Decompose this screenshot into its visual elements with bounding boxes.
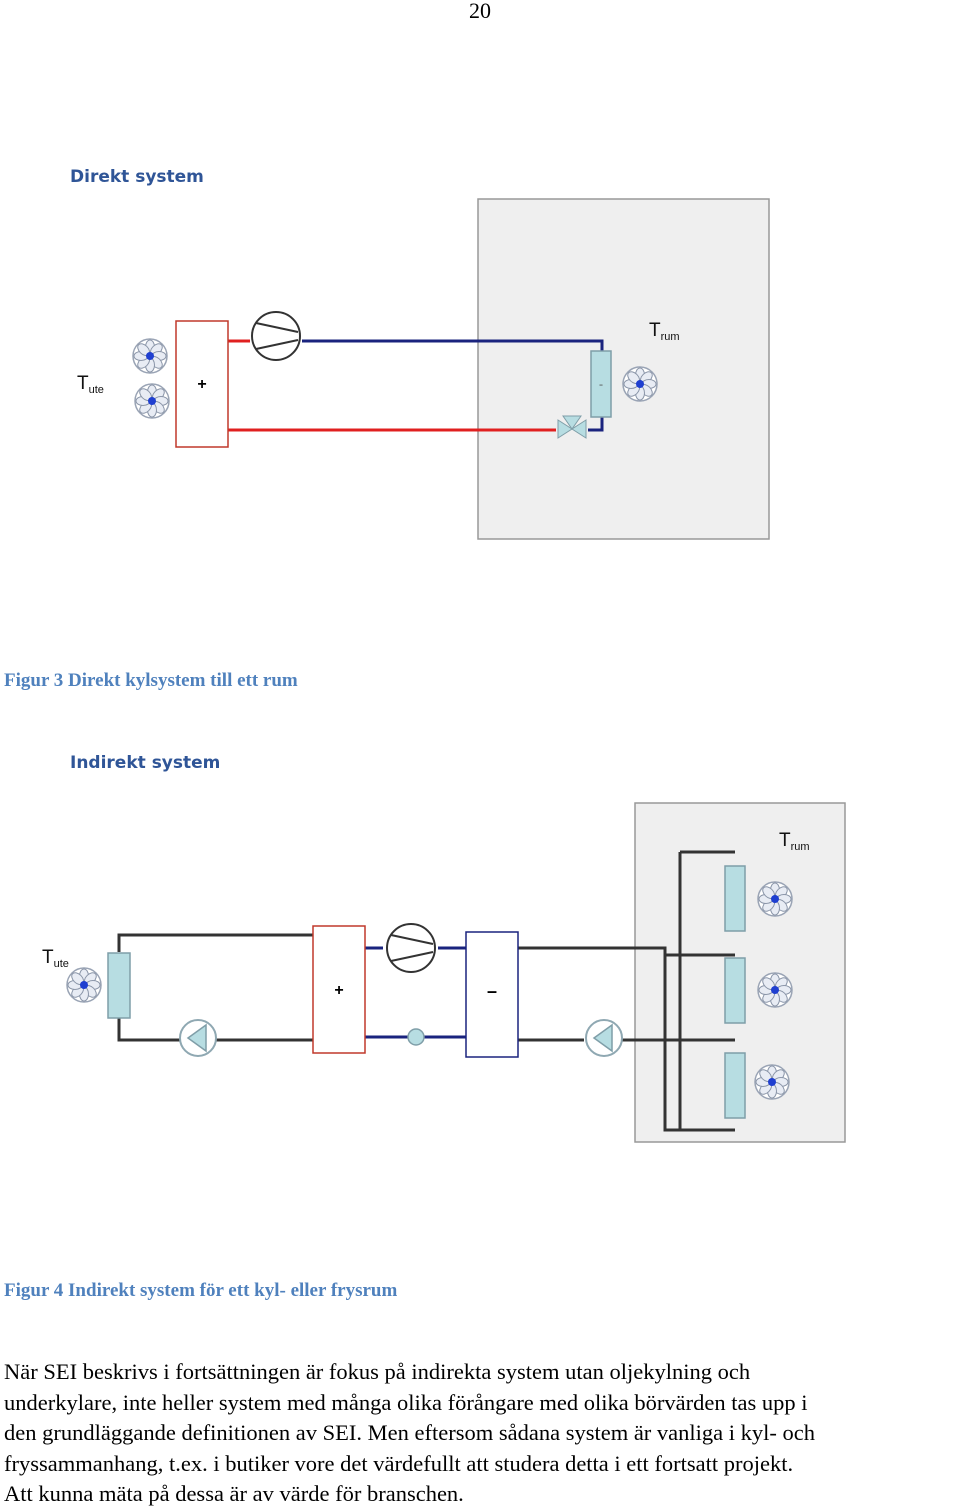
body-line: fryssammanhang, t.ex. i butiker vore det… [4,1450,794,1476]
condenser-brine-loop [117,933,313,1042]
t-ute-label: Tute [77,373,104,396]
evaporator-return-line [588,416,604,432]
t-ute-label: Tute [42,947,69,970]
evaporator-sign: – [487,981,497,1001]
expansion-valve-icon [407,1028,425,1046]
evaporator [465,931,519,1058]
fan-icon [132,338,168,374]
fan-icon [66,967,102,1003]
brine-return-line [518,850,735,1130]
indoor-coil [724,1052,746,1119]
body-line: När SEI beskrivs i fortsättningen är fok… [4,1359,751,1384]
figure4-diagram: Indirekt system + – [42,753,846,1143]
condenser [312,925,366,1054]
figure3-diagram: Direkt system + - Tute Trum [70,167,770,540]
condenser [175,320,229,448]
evaporator-sign: - [599,377,603,391]
fan-icon [754,1064,790,1100]
condenser-sign: + [334,982,343,999]
body-line: Att kunna mäta på dessa är av värde för … [4,1481,464,1506]
indoor-coil [724,957,746,1024]
body-line: underkylare, inte heller system med mång… [4,1389,808,1415]
fan-icon [622,366,658,402]
pump-icon [179,1019,217,1057]
cold-room [477,198,770,540]
compressor-icon [386,923,436,973]
expansion-valve-icon [557,415,587,439]
fan-icon [757,881,793,917]
page-number: 20 [469,0,491,23]
body-paragraph: När SEI beskrivs i fortsättningen är fok… [4,1357,959,1510]
indoor-coil [724,865,746,932]
t-rum-label: Trum [649,320,680,343]
evaporator [590,350,612,418]
compressor-icon [251,311,301,361]
figure3-caption: Figur 3 Direkt kylsystem till ett rum [4,670,298,691]
figure3-diagram-title: Direkt system [70,167,204,187]
condenser-sign: + [197,376,206,393]
fan-icon [757,972,793,1008]
figure4-diagram-title: Indirekt system [70,753,220,773]
fan-icon [134,383,170,419]
outdoor-coil [107,952,131,1019]
pump-icon [585,1019,623,1057]
body-line: den grundläggande definitionen av SEI. M… [4,1420,816,1445]
figure4-caption: Figur 4 Indirekt system för ett kyl- ell… [4,1280,398,1301]
t-rum-label: Trum [779,830,810,853]
